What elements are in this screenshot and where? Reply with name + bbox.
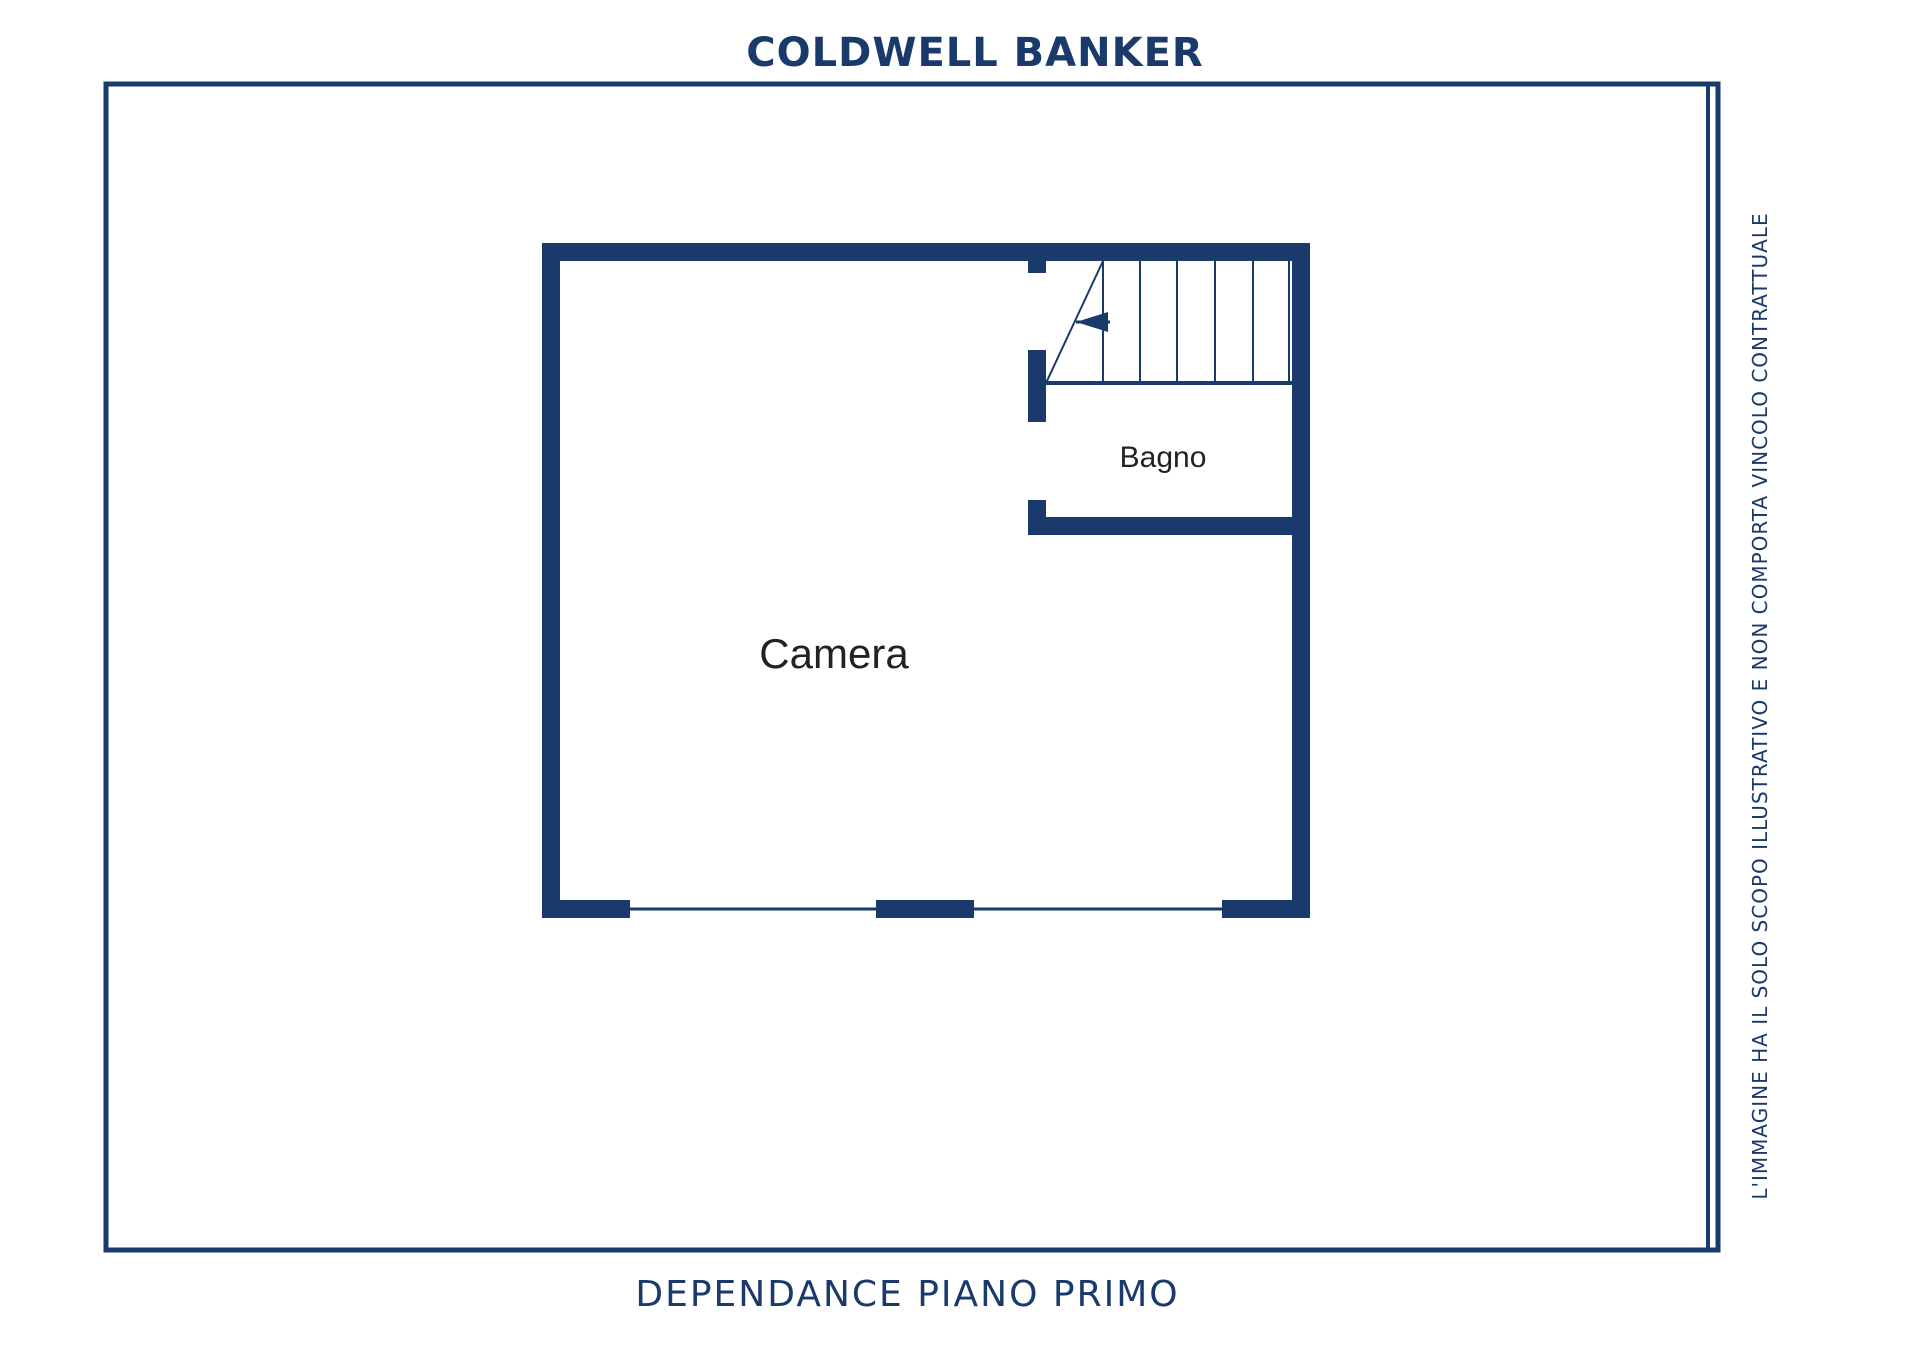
wall-bottom-middle	[876, 900, 974, 918]
wall-bottom-left	[542, 900, 630, 918]
staircase-arrow-icon	[1045, 260, 1290, 384]
partition-stub-top	[1028, 243, 1046, 273]
room-label-camera: Camera	[759, 630, 909, 677]
walls	[542, 243, 1310, 918]
room-label-bagno: Bagno	[1120, 441, 1207, 474]
wall-left	[542, 243, 560, 918]
plan-caption: DEPENDANCE PIANO PRIMO	[635, 1274, 1180, 1315]
brand-logo-text: COLDWELL BANKER	[746, 30, 1204, 76]
wall-top	[542, 243, 1310, 261]
wall-bathroom-bottom	[1028, 517, 1292, 535]
partition-stub-middle	[1028, 350, 1046, 422]
drawing-frame	[103, 81, 1721, 1253]
wall-bottom-right	[1222, 900, 1310, 918]
legal-disclaimer: L'IMMAGINE HA IL SOLO SCOPO ILLUSTRATIVO…	[1748, 212, 1772, 1200]
wall-right	[1292, 243, 1310, 918]
